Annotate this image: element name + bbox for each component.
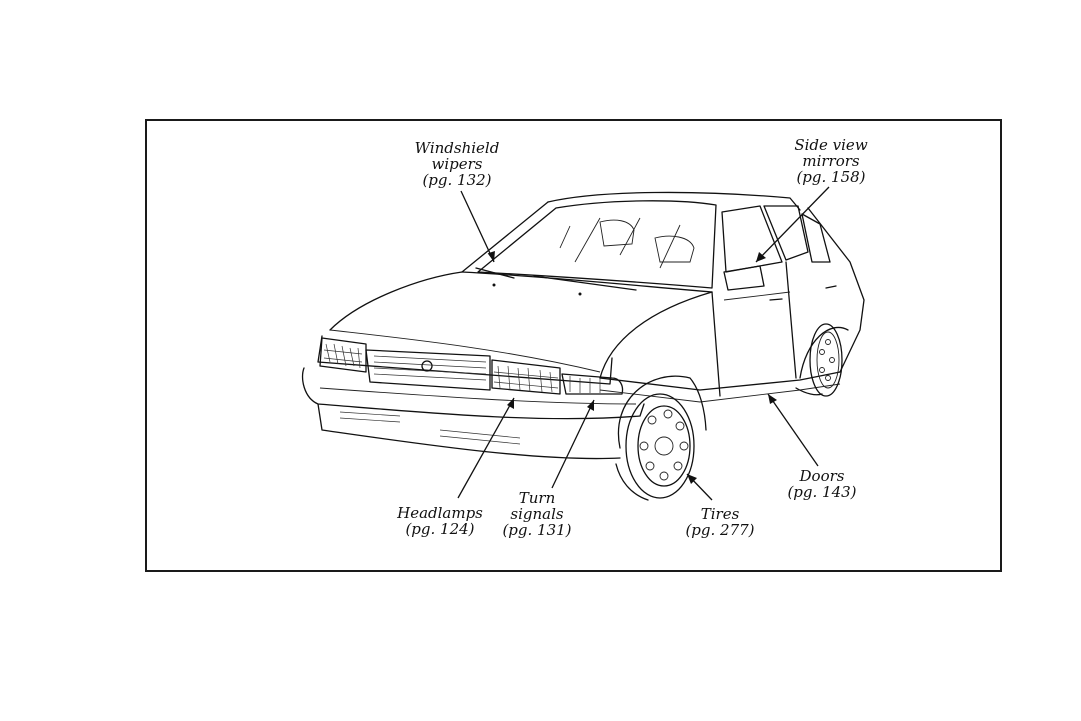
label-headlamps-line1: Headlamps <box>388 505 492 521</box>
label-side-view-mirrors-line3: (pg. 158) <box>786 169 876 185</box>
label-doors-line2: (pg. 143) <box>784 484 860 500</box>
label-turn-signals-line1: Turn <box>500 490 574 506</box>
label-turn-signals-line2: signals <box>500 506 574 522</box>
label-headlamps: Headlamps (pg. 124) <box>388 505 492 537</box>
leader-lines <box>458 187 829 500</box>
label-tires: Tires (pg. 277) <box>682 506 758 538</box>
label-headlamps-line2: (pg. 124) <box>388 521 492 537</box>
label-side-view-mirrors-line1: Side view <box>786 137 876 153</box>
label-tires-line1: Tires <box>682 506 758 522</box>
label-side-view-mirrors-line2: mirrors <box>786 153 876 169</box>
label-turn-signals-line3: (pg. 131) <box>500 522 574 538</box>
label-windshield-wipers-line1: Windshield <box>402 140 512 156</box>
label-windshield-wipers-line3: (pg. 132) <box>402 172 512 188</box>
label-turn-signals: Turn signals (pg. 131) <box>500 490 574 538</box>
label-side-view-mirrors: Side view mirrors (pg. 158) <box>786 137 876 185</box>
label-doors-line1: Doors <box>784 468 860 484</box>
label-windshield-wipers-line2: wipers <box>402 156 512 172</box>
label-tires-line2: (pg. 277) <box>682 522 758 538</box>
car-body <box>303 192 864 500</box>
label-doors: Doors (pg. 143) <box>784 468 860 500</box>
label-windshield-wipers: Windshield wipers (pg. 132) <box>402 140 512 188</box>
